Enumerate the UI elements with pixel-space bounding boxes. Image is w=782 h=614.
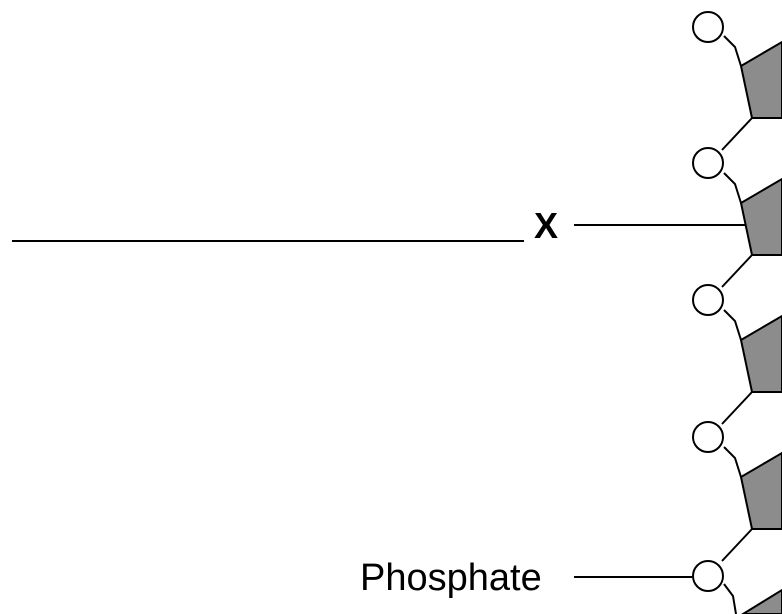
sugar-pentagon-icon <box>739 451 782 530</box>
nucleotide-unit <box>692 421 782 562</box>
sugar-phosphate-bond <box>721 254 753 288</box>
sugar-pentagon-icon <box>739 177 782 256</box>
sugar-pentagon-icon <box>739 40 782 119</box>
phosphate-circle-icon <box>692 421 724 453</box>
phosphate-circle-icon <box>692 11 724 43</box>
phosphate-sugar-bond <box>723 446 742 478</box>
nucleotide-unit <box>692 284 782 425</box>
sugar-phosphate-bond <box>721 528 753 562</box>
phosphate-sugar-bond <box>723 172 742 204</box>
nucleotide-unit <box>692 11 782 151</box>
phosphate-circle-icon <box>692 284 724 316</box>
sugar-phosphate-bond <box>721 391 753 425</box>
nucleotide-unit <box>692 147 782 288</box>
phosphate-circle-icon <box>692 147 724 179</box>
sugar-phosphate-bond <box>721 117 753 151</box>
nucleotide-unit <box>692 560 782 614</box>
label-phosphate: Phosphate <box>360 557 542 599</box>
backbone <box>692 11 782 614</box>
phosphate-sugar-bond <box>723 35 742 67</box>
label-x: X <box>534 205 558 246</box>
sugar-pentagon-icon <box>741 588 782 614</box>
phosphate-circle-icon <box>692 560 724 592</box>
sugar-pentagon-icon <box>739 314 782 393</box>
phosphate-sugar-bond <box>723 583 737 614</box>
phosphate-sugar-bond <box>723 309 742 341</box>
